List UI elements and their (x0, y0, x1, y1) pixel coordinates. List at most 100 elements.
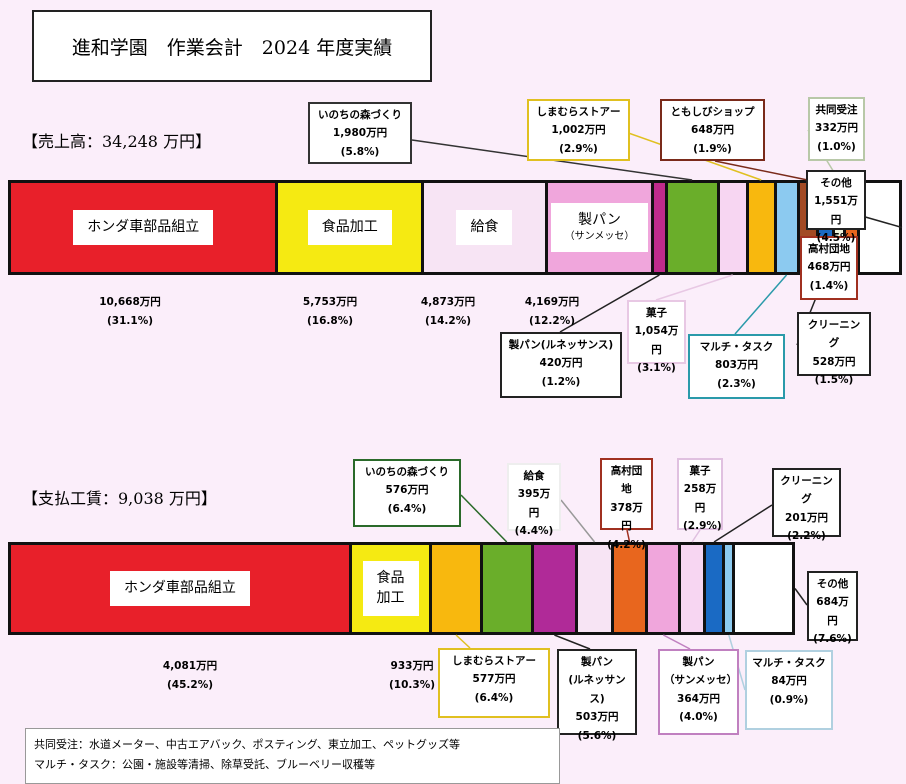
bar-segment: ホンダ車部品組立 (11, 545, 349, 632)
amount-label: 1,980万円 (332, 127, 388, 140)
amount-label: 84万円 (771, 675, 807, 688)
amount-label: 378万円 (610, 501, 643, 533)
bar-segment: 給食 (424, 183, 545, 272)
category-label: （サンメッセ） (664, 674, 738, 687)
bar-segment (667, 183, 717, 272)
leader-line (714, 160, 808, 181)
bar-segment (654, 183, 665, 272)
category-label: 高村団地 (808, 243, 850, 255)
value-label: 4,081万円(45.2%) (150, 657, 230, 695)
percent-label: (5.6%) (577, 729, 617, 742)
leader-line (734, 274, 788, 335)
amount-label: 1,002万円 (551, 124, 606, 137)
category-label: 菓子 (689, 465, 711, 477)
percent-label: (4.5%) (816, 232, 856, 245)
percent-label: (4.2%) (607, 538, 646, 551)
percent-label: (10.3%) (388, 678, 436, 691)
segment-inner-label: 給食 (456, 209, 513, 246)
bar-segment: 食品加工 (278, 183, 422, 272)
bar-segment (725, 545, 733, 632)
category-label: いのちの森づくり (318, 109, 402, 121)
percent-label: (1.4%) (809, 279, 849, 292)
segment-inner-label: ホンダ車部品組立 (73, 209, 214, 246)
bar-segment (735, 545, 792, 632)
leader-line (560, 499, 596, 543)
amount-label: 648万円 (691, 124, 734, 137)
amount-label: 258万円 (683, 483, 717, 514)
amount-label: 4,081万円 (162, 660, 218, 672)
leader-line (655, 274, 733, 301)
percent-label: (3.1%) (637, 362, 676, 375)
category-label: しまむらストアー (452, 655, 536, 667)
amount-label: 395万円 (517, 488, 551, 519)
amount-label: 1,551万円 (814, 195, 858, 226)
category-label: 菓子 (646, 307, 667, 319)
callout-box: 製パン（サンメッセ）364万円(4.0%) (658, 649, 739, 735)
callout-box: 製パン(ルネッサンス)420万円(1.2%) (500, 332, 622, 398)
percent-label: (4.4%) (514, 525, 554, 538)
category-label: (ルネッサンス) (568, 674, 626, 705)
footnote-joint-orders: 共同受注：水道メーター、中古エアバック、ポスティング、東立加工、ペットグッズ等 (34, 738, 461, 751)
category-label: 高村団地 (610, 465, 643, 496)
segment-name: 製パン (578, 211, 621, 228)
bar-segment (860, 183, 899, 272)
segment-inner-label: 食品加工 (362, 560, 419, 617)
percent-label: (1.5%) (814, 374, 854, 387)
amount-label: 332万円 (815, 122, 858, 135)
percent-label: (2.9%) (683, 520, 722, 533)
bar-segment: 食品加工 (351, 545, 430, 632)
category-label: 製パン(ルネッサンス) (508, 339, 614, 351)
amount-label: 528万円 (812, 355, 856, 368)
percent-label: (1.0%) (817, 140, 856, 153)
bar-segment (748, 183, 774, 272)
segment-inner-label: ホンダ車部品組立 (109, 570, 250, 607)
bar-segment (648, 545, 679, 632)
value-label: 933万円(10.3%) (372, 657, 452, 695)
percent-label: (31.1%) (106, 314, 154, 327)
amount-label: 420万円 (539, 357, 583, 370)
bar-segment (578, 545, 611, 632)
amount-label: 364万円 (677, 692, 720, 705)
amount-label: 1,054万円 (634, 325, 679, 356)
percent-label: (4.0%) (679, 711, 718, 724)
amount-label: 4,873万円 (420, 296, 476, 308)
segment-inner-label: 食品加工 (307, 209, 392, 246)
sales-stacked-bar: ホンダ車部品組立 食品加工 給食 製パン （サンメッセ） (8, 180, 902, 275)
amount-label: 576万円 (385, 484, 429, 497)
amount-label: 10,668万円 (99, 296, 161, 308)
percent-label: (6.4%) (387, 502, 427, 515)
category-label: その他 (820, 177, 852, 189)
value-label: 4,169万円(12.2%) (512, 293, 592, 331)
bar-segment (482, 545, 531, 632)
page-title: 進和学園 作業会計 2024 年度実績 (32, 10, 432, 82)
category-label: 製パン (580, 656, 614, 668)
percent-label: (16.8%) (306, 314, 354, 327)
leader-line (662, 634, 691, 650)
bar-segment (719, 183, 746, 272)
percent-label: (2.2%) (787, 530, 826, 543)
amount-label: 577万円 (472, 673, 516, 686)
category-label: ともしびショップ (670, 106, 755, 118)
footnote-multitask: マルチ・タスク：公園・施設等清掃、除草受託、ブルーベリー収穫等 (34, 757, 375, 771)
segment-name: 食品 (376, 569, 405, 586)
segment-name: ホンダ車部品組立 (123, 579, 236, 596)
bar-segment (533, 545, 576, 632)
bar-segment (432, 545, 480, 632)
amount-label: 5,753万円 (302, 296, 358, 308)
callout-box: 菓子 1,054万円 (3.1%) (627, 300, 686, 374)
percent-label: (2.9%) (559, 142, 598, 155)
sales-title: 【売上高：34,248 万円】 (22, 132, 212, 151)
wages-stacked-bar: ホンダ車部品組立 食品加工 (8, 542, 795, 635)
segment-name-sub: （サンメッセ） (564, 231, 635, 243)
